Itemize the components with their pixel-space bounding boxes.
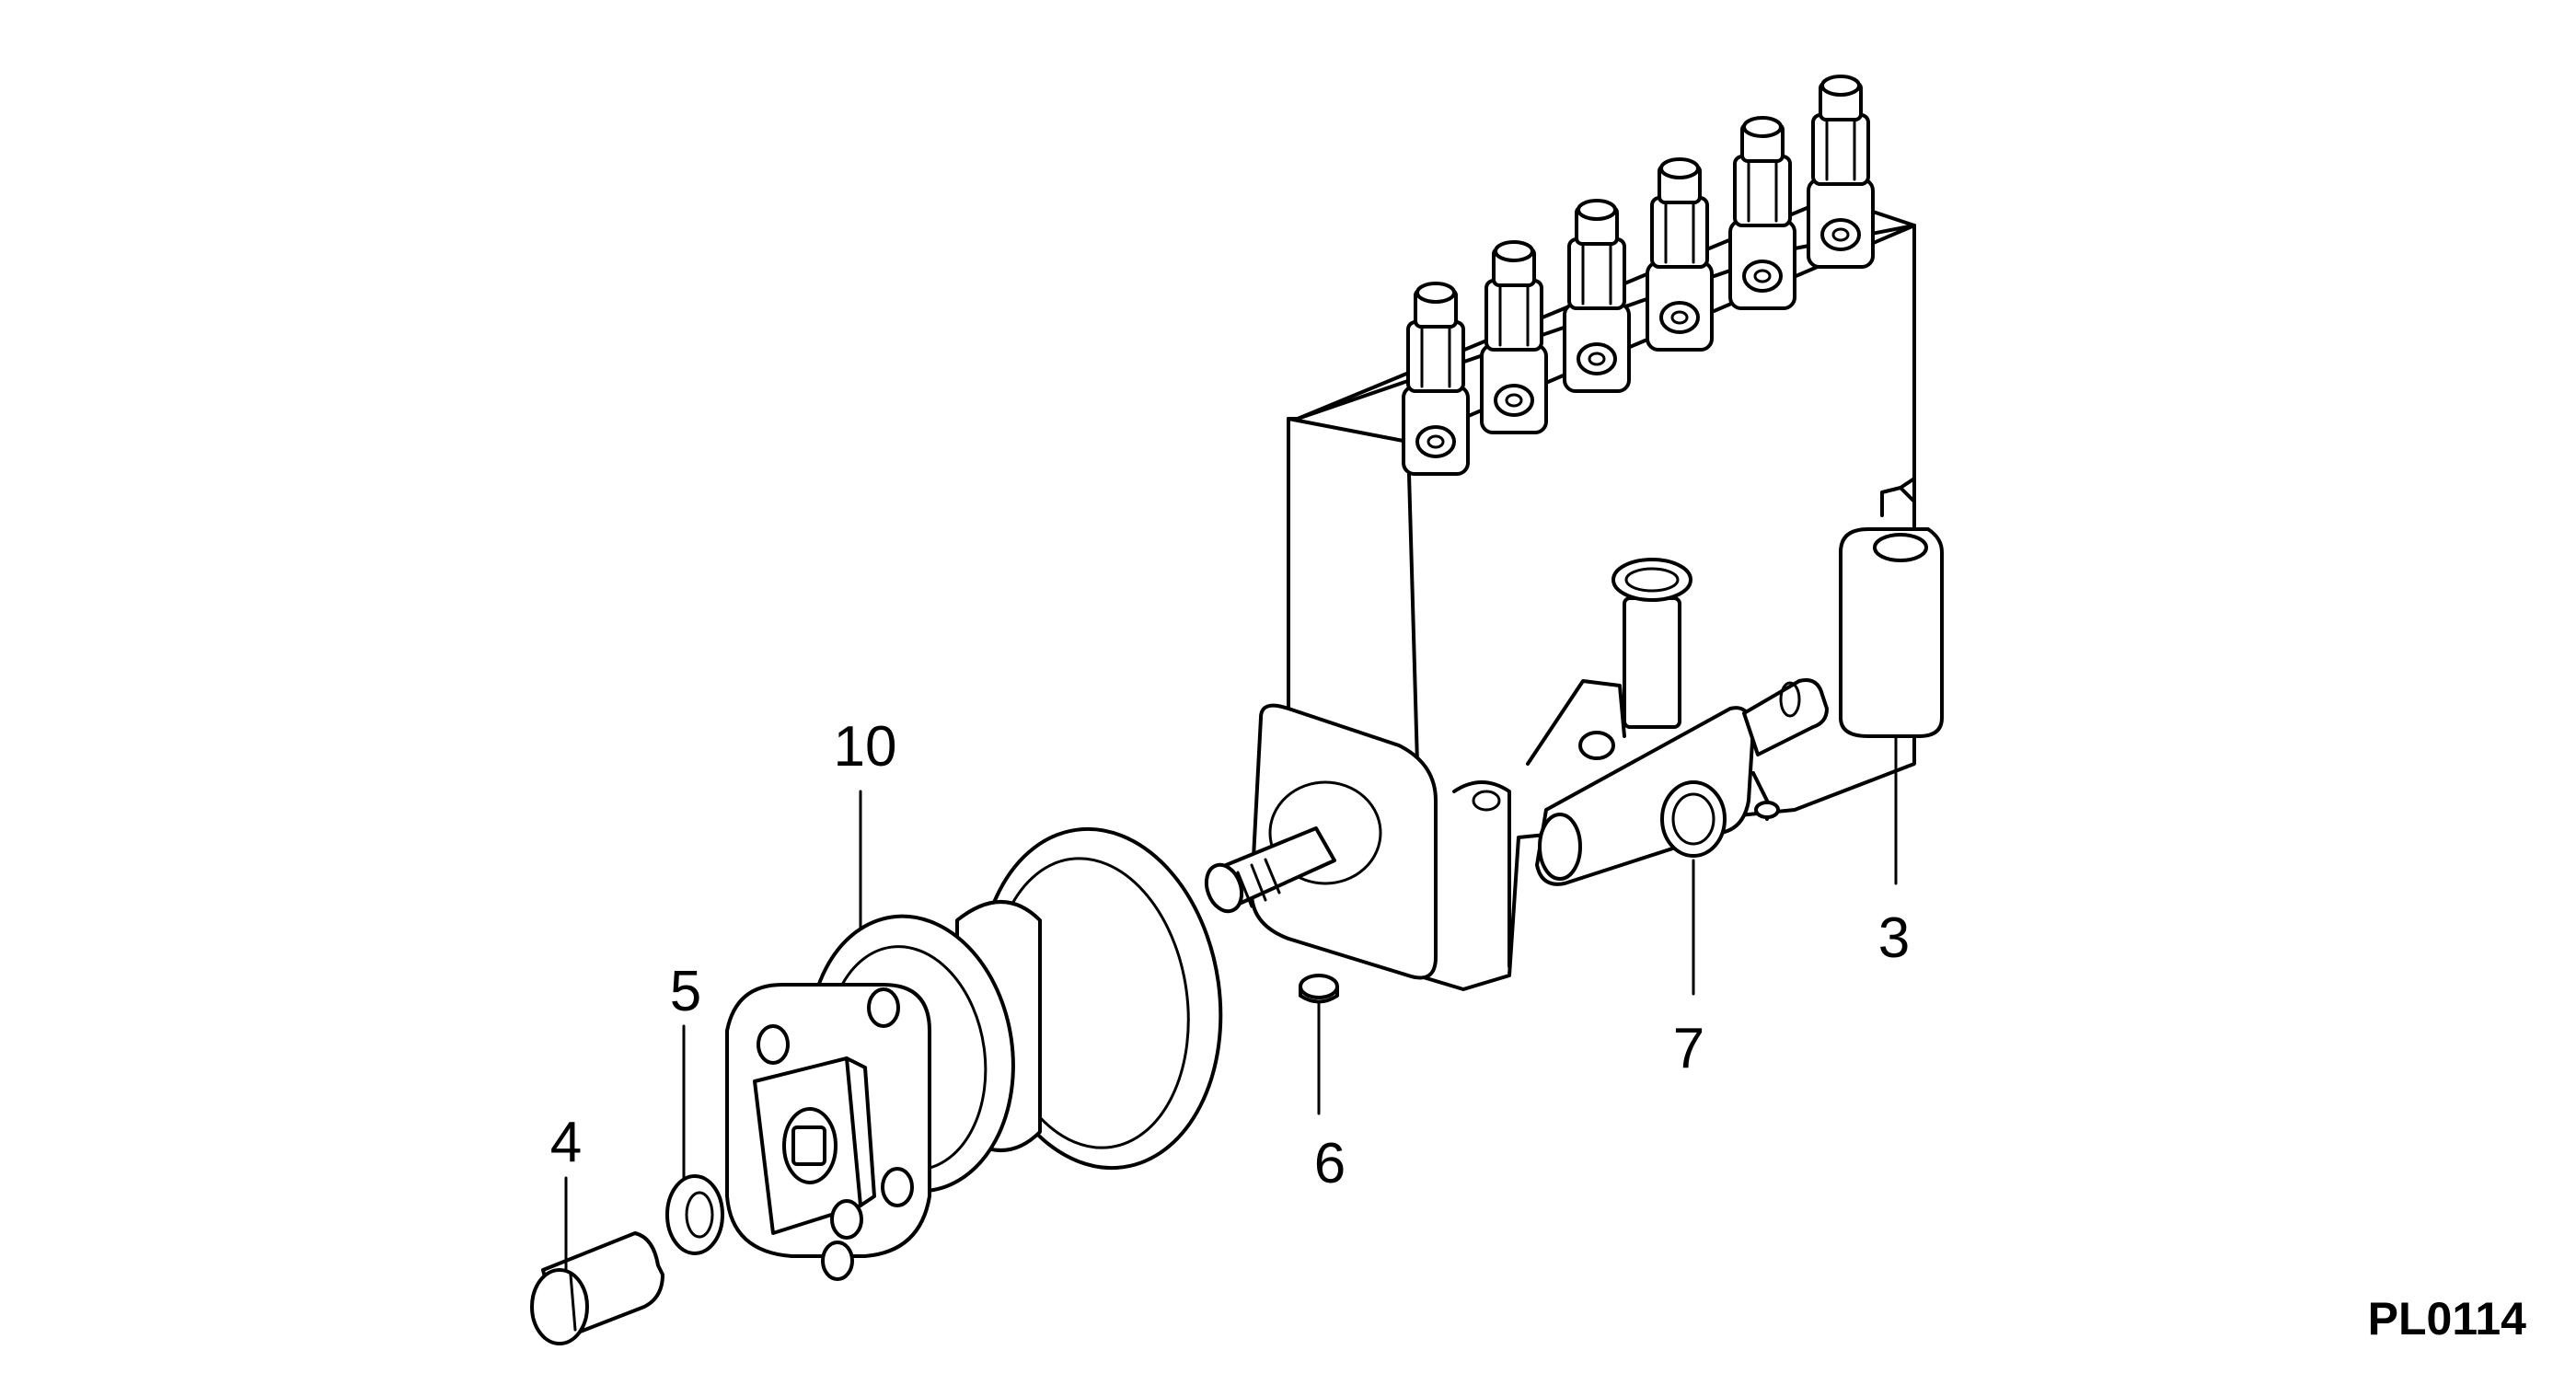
coupling-assembly [725,826,1223,1281]
feed-pump [1526,558,1829,886]
drive-shaft [1204,826,1336,914]
delivery-valve-5 [1728,116,1796,310]
delivery-valve-2 [1480,240,1548,434]
delivery-valve-3 [1563,199,1631,393]
callout-10: 10 [834,715,897,779]
figure-code: PL0114 [2368,1293,2527,1345]
callout-3: 3 [1878,906,1910,970]
callout-6: 6 [1314,1132,1346,1195]
washer [665,1174,724,1255]
stop-solenoid [1839,477,1944,738]
callout-7: 7 [1673,1017,1704,1080]
woodruff-key [1299,974,1339,1004]
callout-5: 5 [670,960,701,1023]
plug-nut [530,1231,664,1345]
callout-4: 4 [550,1111,582,1174]
delivery-valve-holders [1402,75,1875,476]
delivery-valve-6 [1807,75,1875,269]
delivery-valve-4 [1646,157,1714,352]
leader-lines [564,734,1898,1272]
delivery-valve-1 [1402,282,1470,476]
